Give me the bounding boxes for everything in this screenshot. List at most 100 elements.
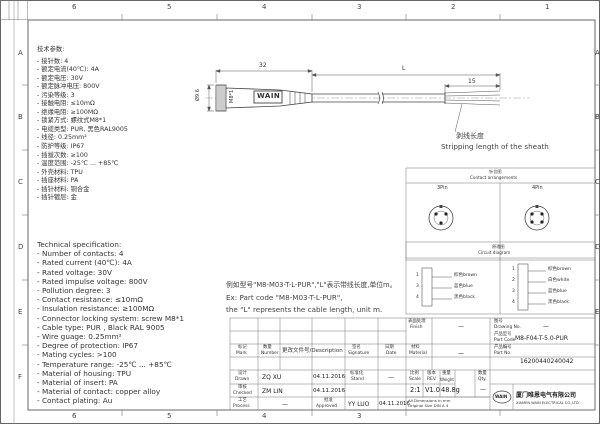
stand-label-en: Stand bbox=[351, 377, 364, 382]
spec-en-item: - Insulation resistance: ≥100MΩ bbox=[37, 304, 155, 314]
approved-name: YY LUO bbox=[348, 401, 370, 408]
checked-date: 04.11.2016 bbox=[313, 388, 346, 394]
spec-en-item: - Mating cycles: >100 bbox=[37, 350, 117, 360]
wire-color-label: 棕色brown bbox=[548, 267, 571, 272]
drawn-label-cn: 设计 bbox=[238, 371, 247, 376]
row-label: A bbox=[18, 49, 23, 57]
approved-date: 04.11.2016 bbox=[379, 401, 410, 407]
spec-en-item: - Rated impulse voltage: 800V bbox=[37, 276, 148, 286]
spec-cn-item: - 绝缘电阻: ≥100MΩ bbox=[37, 108, 99, 116]
contacts-title-cn: 针位图 bbox=[489, 169, 502, 174]
dim-diameter-label: Ø9.6 bbox=[195, 89, 201, 101]
drawing-no-label-cn: 图号 bbox=[494, 319, 503, 324]
circuit-diagram bbox=[421, 263, 546, 311]
spec-cn-item: - 插拔次数: ≥100 bbox=[37, 151, 88, 159]
wire-color-label: 棕色brown bbox=[454, 273, 477, 278]
units-note-1: All Dimensions in mm bbox=[408, 398, 451, 403]
part-code-value: M8-F04-T-5.0-PUR bbox=[515, 335, 569, 342]
dim-15-label: 15 bbox=[468, 78, 476, 85]
wire-color-label: 白色white bbox=[548, 278, 570, 283]
material-label-en: Material bbox=[409, 351, 427, 356]
rev-label-en: REV. bbox=[427, 377, 437, 382]
spec-cn-item: - 接针数: 4 bbox=[37, 57, 69, 65]
contacts-title-en: Contact arrangements bbox=[470, 175, 518, 180]
spec-en-item: - Number of contacts: 4 bbox=[37, 249, 124, 259]
spec-cn-item: - 额定脉冲电压: 800V bbox=[37, 83, 100, 91]
drawn-date: 04.11.2016 bbox=[313, 374, 346, 380]
spec-cn-item: - 插座材料: PA bbox=[37, 177, 79, 185]
scale-value: 2:1 bbox=[410, 386, 421, 394]
material-value: — bbox=[458, 350, 464, 357]
row-label: C bbox=[595, 178, 600, 186]
spec-cn-item: - 防护等级: IP67 bbox=[37, 143, 85, 151]
part-no-value: 16200440240042 bbox=[520, 358, 574, 365]
connector-body bbox=[215, 84, 313, 112]
column-label: 4 bbox=[262, 3, 267, 11]
column-label: 6 bbox=[72, 412, 77, 420]
spec-cn-item: - 锁紧方式: 螺纹式M8*1 bbox=[37, 117, 107, 125]
specs-en: Technical specification: - Number of con… bbox=[37, 240, 184, 406]
qty-value: — bbox=[480, 386, 486, 393]
column-label: 6 bbox=[72, 3, 77, 11]
drawn-label-en: Drawn bbox=[235, 377, 250, 382]
material-label-cn: 材料 bbox=[411, 345, 420, 350]
dim-L-label: L bbox=[402, 65, 406, 72]
process-value: — bbox=[282, 401, 288, 408]
brand-mark: WAIN bbox=[257, 92, 281, 100]
spec-en-item: - Temperature range: -25℃ ... +85℃ bbox=[37, 359, 172, 369]
spec-en-item: - Wire guage: 0.25mm² bbox=[37, 332, 122, 342]
spec-cn-item: - 额定电压: 30V bbox=[37, 74, 83, 82]
pin4-face bbox=[524, 205, 550, 231]
column-label: 3 bbox=[357, 412, 362, 420]
spec-cn-item: - 插针材料: 铜合金 bbox=[37, 185, 90, 193]
column-label: 5 bbox=[167, 412, 172, 420]
circuit-title-cn: 原理图 bbox=[492, 244, 505, 249]
company-logo bbox=[492, 390, 512, 404]
row-label: E bbox=[18, 308, 23, 316]
pin3-face bbox=[428, 205, 454, 231]
finish-value: — bbox=[458, 323, 464, 330]
description-label: 更改文件号/Description bbox=[282, 348, 343, 354]
column-label: 3 bbox=[357, 3, 362, 11]
date-label-cn: 日期 bbox=[385, 345, 394, 350]
drawing-no-value: — bbox=[543, 323, 549, 330]
qty-label-en: Qty. bbox=[478, 377, 487, 382]
spec-cn-item: - 线径: 0.25mm² bbox=[37, 134, 87, 142]
spec-en-item: - Contact plating: Au bbox=[37, 396, 113, 406]
qty-label-cn: 数量 bbox=[478, 371, 487, 376]
spec-cn-item: - 污染等级: 3 bbox=[37, 91, 75, 99]
column-label: 2 bbox=[451, 3, 456, 11]
row-label: D bbox=[595, 243, 600, 251]
date-label-en: Date bbox=[386, 351, 397, 356]
spec-en-item: - Material of contact: copper alloy bbox=[37, 387, 161, 397]
note-en-2: the "L" represents the cable length, uni… bbox=[226, 305, 383, 314]
spec-en-item: - Connector locking system: screw M8*1 bbox=[37, 313, 185, 323]
rev-label-cn: 版本 bbox=[427, 371, 436, 376]
signature-label-en: Signature bbox=[348, 351, 370, 356]
spec-en-item: - Pollution degree: 3 bbox=[37, 286, 111, 296]
scale-label-en: Scale bbox=[409, 377, 421, 382]
row-label: B bbox=[18, 113, 23, 121]
row-label: C bbox=[18, 178, 23, 186]
stripping-label-en: Stripping length of the sheath bbox=[441, 142, 549, 151]
spec-en-item: - Rated current (40℃): 4A bbox=[37, 258, 132, 268]
spec-en-item: - Material of housing: TPU bbox=[37, 368, 132, 378]
row-label: E bbox=[595, 308, 600, 316]
column-label: 4 bbox=[262, 412, 267, 420]
spec-cn-item: - 外壳材料: TPU bbox=[37, 168, 83, 176]
row-label: D bbox=[18, 243, 24, 251]
approved-label-cn: 批准 bbox=[324, 398, 333, 403]
units-note-2: Original Size DIN A 4 bbox=[408, 403, 449, 408]
spec-en-item: - Cable type: PUR , Black RAL 9005 bbox=[37, 322, 165, 332]
dim-thread-label: M8*1 bbox=[229, 89, 235, 103]
note-cn: 例如型号"M8-M03-T-L-PUR","L"表示带线长度,单位m。 bbox=[226, 281, 397, 289]
wire-color-label: 黑色black bbox=[548, 300, 569, 305]
drawn-name: ZQ XU bbox=[262, 374, 282, 381]
row-label: B bbox=[595, 113, 600, 121]
company-name-en: XIAMEN WAIN ELECTRICAL CO.,LTD bbox=[516, 401, 579, 405]
spec-en-item: - Degree of protection: IP67 bbox=[37, 341, 139, 351]
process-label-en: Process bbox=[233, 404, 250, 409]
wire-number: 4 bbox=[512, 300, 515, 305]
